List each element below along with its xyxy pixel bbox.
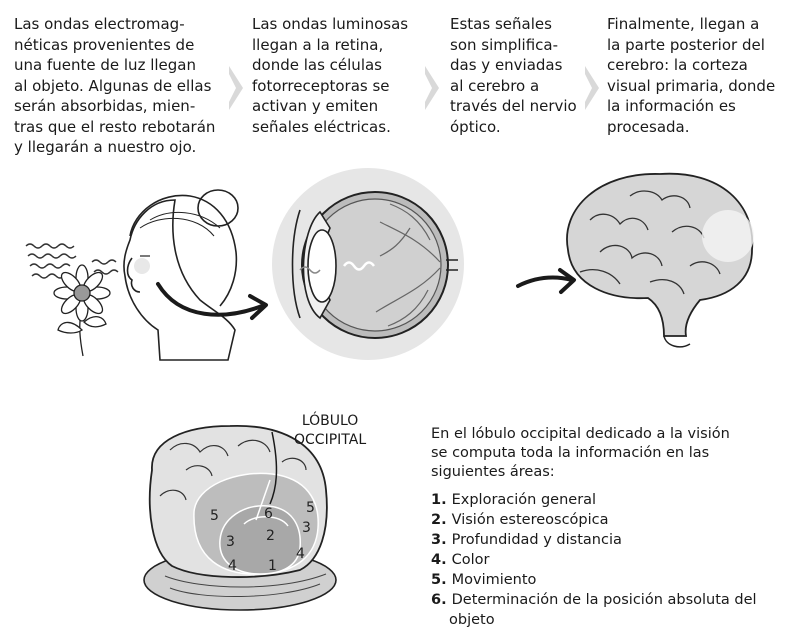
list-item: 5.Movimiento xyxy=(431,572,537,588)
chevron-right-icon xyxy=(425,66,439,110)
areas-intro-text: En el lóbulo occipital dedicado a la vis… xyxy=(431,426,730,480)
brain-icon xyxy=(566,172,754,348)
zone-4-number: 4 xyxy=(296,546,305,562)
list-item: 3.Profundidad y distancia xyxy=(431,532,622,548)
zone-3-number: 3 xyxy=(226,534,235,550)
eye-cross-section xyxy=(272,168,464,360)
step-3-text: Estas señales son simplifica- das y envi… xyxy=(450,15,577,136)
curved-arrow-icon xyxy=(156,282,264,317)
step-1-text: Las ondas electromag- néticas provenient… xyxy=(14,15,216,156)
chevron-right-icon xyxy=(229,66,243,110)
zone-2-number: 2 xyxy=(266,528,275,544)
list-item: 6.Determinación de la posición absoluta … xyxy=(431,592,757,628)
zone-5-number: 5 xyxy=(306,500,315,516)
zone-6-number: 6 xyxy=(264,506,273,522)
list-item: 2.Visión estereoscópica xyxy=(431,512,609,528)
arrow-right-icon xyxy=(516,275,574,288)
areas-list: 1.Exploración general 2.Visión estereosc… xyxy=(431,490,781,630)
step-2-text: Las ondas luminosas llegan a la retina, … xyxy=(252,15,409,136)
occipital-brain-diagram: 1 2 3 3 4 4 5 5 6 xyxy=(143,425,337,611)
woman-head-icon xyxy=(123,189,239,361)
light-waves-icon xyxy=(25,243,119,279)
chevron-right-icon xyxy=(585,66,599,110)
zone-3-number: 3 xyxy=(302,520,311,536)
occipital-lobe-label: LÓBULO OCCIPITAL xyxy=(294,413,367,448)
step-4-text: Finalmente, llegan a la parte posterior … xyxy=(607,15,776,136)
list-item: 4.Color xyxy=(431,552,490,568)
zone-4-number: 4 xyxy=(228,558,237,574)
zone-5-number: 5 xyxy=(210,508,219,524)
zone-1-number: 1 xyxy=(268,558,277,574)
flower-icon xyxy=(53,264,111,357)
list-item: 1.Exploración general xyxy=(431,492,597,508)
